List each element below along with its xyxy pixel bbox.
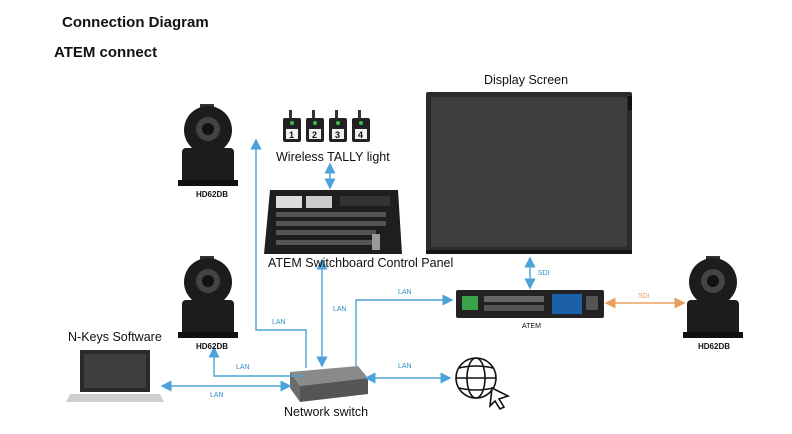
camera-right xyxy=(683,256,743,338)
lan-label-camera-top: LAN xyxy=(272,319,286,326)
tally-number-3: 3 xyxy=(335,130,341,140)
tally-number-1: 1 xyxy=(289,130,295,140)
lan-connections xyxy=(160,138,536,392)
laptop xyxy=(66,350,164,402)
lan-line-camera-top xyxy=(250,138,307,368)
lan-label-camera-middle: LAN xyxy=(236,364,250,371)
label-tally: Wireless TALLY light xyxy=(276,150,390,164)
label-camera-right: HD62DB xyxy=(698,342,731,351)
lan-label-internet: LAN xyxy=(398,363,412,370)
label-nkeys: N-Keys Software xyxy=(68,330,162,344)
label-camera-middle: HD62DB xyxy=(196,342,229,351)
diagram-subtitle: ATEM connect xyxy=(54,44,158,61)
atem-device xyxy=(456,290,604,318)
tally-number-2: 2 xyxy=(312,130,318,140)
lan-line-camera-middle xyxy=(208,346,302,377)
label-camera-top: HD62DB xyxy=(196,190,229,199)
label-control-panel: ATEM Switchboard Control Panel xyxy=(268,256,454,270)
tally-lights xyxy=(283,110,370,142)
network-switch xyxy=(290,366,368,402)
lan-label-panel: LAN xyxy=(333,306,347,313)
diagram-title: Connection Diagram xyxy=(62,14,209,31)
display-screen xyxy=(426,92,632,254)
camera-middle xyxy=(178,256,238,338)
lan-label-laptop: LAN xyxy=(210,392,224,399)
label-display-screen: Display Screen xyxy=(484,73,569,87)
lan-line-atem xyxy=(355,294,454,366)
sdi-label-camera-right: SDI xyxy=(638,293,650,300)
label-atem: ATEM xyxy=(522,323,541,330)
sdi-label-display: SDI xyxy=(538,270,550,277)
camera-top xyxy=(178,104,238,186)
globe-icon xyxy=(455,357,511,411)
atem-control-panel xyxy=(264,190,402,254)
tally-number-4: 4 xyxy=(358,130,364,140)
label-network-switch: Network switch xyxy=(284,405,369,419)
lan-label-atem: LAN xyxy=(398,289,412,296)
